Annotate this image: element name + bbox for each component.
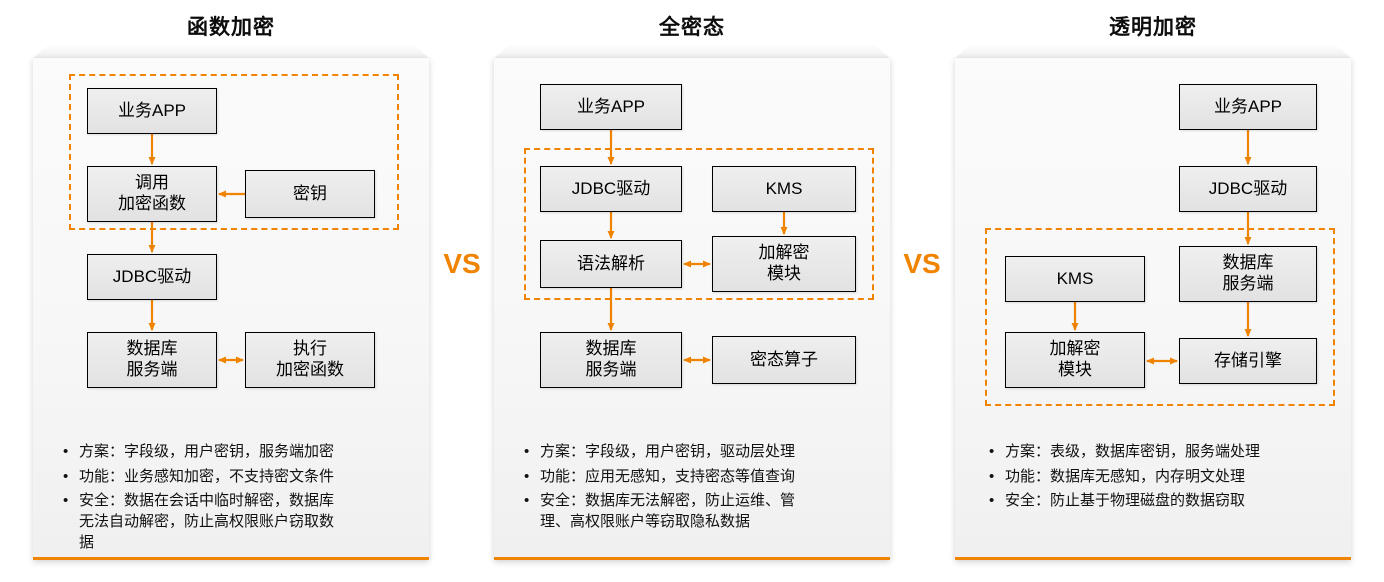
node-syntax-parser: 语法解析: [540, 240, 682, 288]
bullet-scheme: 方案：字段级，用户密钥，服务端加密: [59, 442, 345, 463]
panel-title: 全密态: [659, 16, 725, 39]
node-db-server: 数据库 服务端: [87, 332, 217, 388]
node-jdbc-driver: JDBC驱动: [540, 166, 682, 212]
node-storage-engine: 存储引擎: [1179, 338, 1317, 384]
dashed-group-border: [69, 74, 399, 230]
panel-slab: 业务APP 调用 加密函数 密钥 JDBC驱动 数据库 服务端 执行 加密函数 …: [33, 44, 429, 560]
panel-slab-top: [33, 44, 429, 58]
vs-label: VS: [903, 248, 941, 279]
flowchart: 业务APP JDBC驱动 KMS 数据库 服务端 加解密 模块 存储引擎: [955, 44, 1351, 560]
panel-slab-top: [494, 44, 890, 58]
node-business-app: 业务APP: [1179, 84, 1317, 130]
flowchart: 业务APP 调用 加密函数 密钥 JDBC驱动 数据库 服务端 执行 加密函数: [33, 44, 429, 560]
node-exec-encrypt-function: 执行 加密函数: [245, 332, 375, 388]
node-kms: KMS: [1005, 256, 1145, 302]
bullet-scheme: 方案：字段级，用户密钥，驱动层处理: [520, 442, 806, 463]
panel-title: 函数加密: [187, 16, 275, 39]
dashed-group-border: [985, 228, 1335, 406]
node-jdbc-driver: JDBC驱动: [1179, 166, 1317, 212]
node-crypto-module: 加解密 模块: [712, 236, 856, 292]
bullet-list: 方案：字段级，用户密钥，服务端加密 功能：业务感知加密，不支持密文条件 安全：数…: [59, 442, 345, 557]
bullet-security: 安全：数据在会话中临时解密，数据库无法自动解密，防止高权限账户窃取数据: [59, 491, 345, 553]
node-key: 密钥: [245, 170, 375, 218]
bullet-scheme: 方案：表级，数据库密钥，服务端处理: [985, 442, 1285, 463]
node-db-server: 数据库 服务端: [540, 332, 682, 388]
bullet-security: 安全：数据库无法解密，防止运维、管理、高权限账户等窃取隐私数据: [520, 491, 806, 532]
node-db-server: 数据库 服务端: [1179, 246, 1317, 302]
panel-slab: 业务APP JDBC驱动 KMS 数据库 服务端 加解密 模块 存储引擎 方案：…: [955, 44, 1351, 560]
dashed-group-border: [524, 148, 874, 300]
node-jdbc-driver: JDBC驱动: [87, 254, 217, 300]
panel-fully-encrypted: 全密态: [494, 0, 890, 582]
node-call-encrypt-function: 调用 加密函数: [87, 166, 217, 222]
panel-function-encryption: 函数加密: [33, 0, 429, 582]
bullet-security: 安全：防止基于物理磁盘的数据窃取: [985, 491, 1285, 512]
bullet-list: 方案：表级，数据库密钥，服务端处理 功能：数据库无感知，内存明文处理 安全：防止…: [985, 442, 1285, 516]
node-crypto-operator: 密态算子: [712, 336, 856, 384]
node-crypto-module: 加解密 模块: [1005, 332, 1145, 388]
bullet-list: 方案：字段级，用户密钥，驱动层处理 功能：应用无感知，支持密态等值查询 安全：数…: [520, 442, 806, 537]
node-business-app: 业务APP: [87, 88, 217, 134]
bullet-function: 功能：数据库无感知，内存明文处理: [985, 467, 1285, 488]
bullet-function: 功能：应用无感知，支持密态等值查询: [520, 467, 806, 488]
node-kms: KMS: [712, 166, 856, 212]
panel-transparent-encryption: 透明加密: [955, 0, 1351, 582]
flowchart: 业务APP JDBC驱动 KMS 语法解析 加解密 模块 数据库 服务端 密态算…: [494, 44, 890, 560]
panel-slab-top: [955, 44, 1351, 58]
bullet-function: 功能：业务感知加密，不支持密文条件: [59, 467, 345, 488]
vs-label: VS: [443, 248, 481, 279]
panel-title: 透明加密: [1109, 16, 1197, 39]
node-business-app: 业务APP: [540, 84, 682, 130]
panel-slab: 业务APP JDBC驱动 KMS 语法解析 加解密 模块 数据库 服务端 密态算…: [494, 44, 890, 560]
